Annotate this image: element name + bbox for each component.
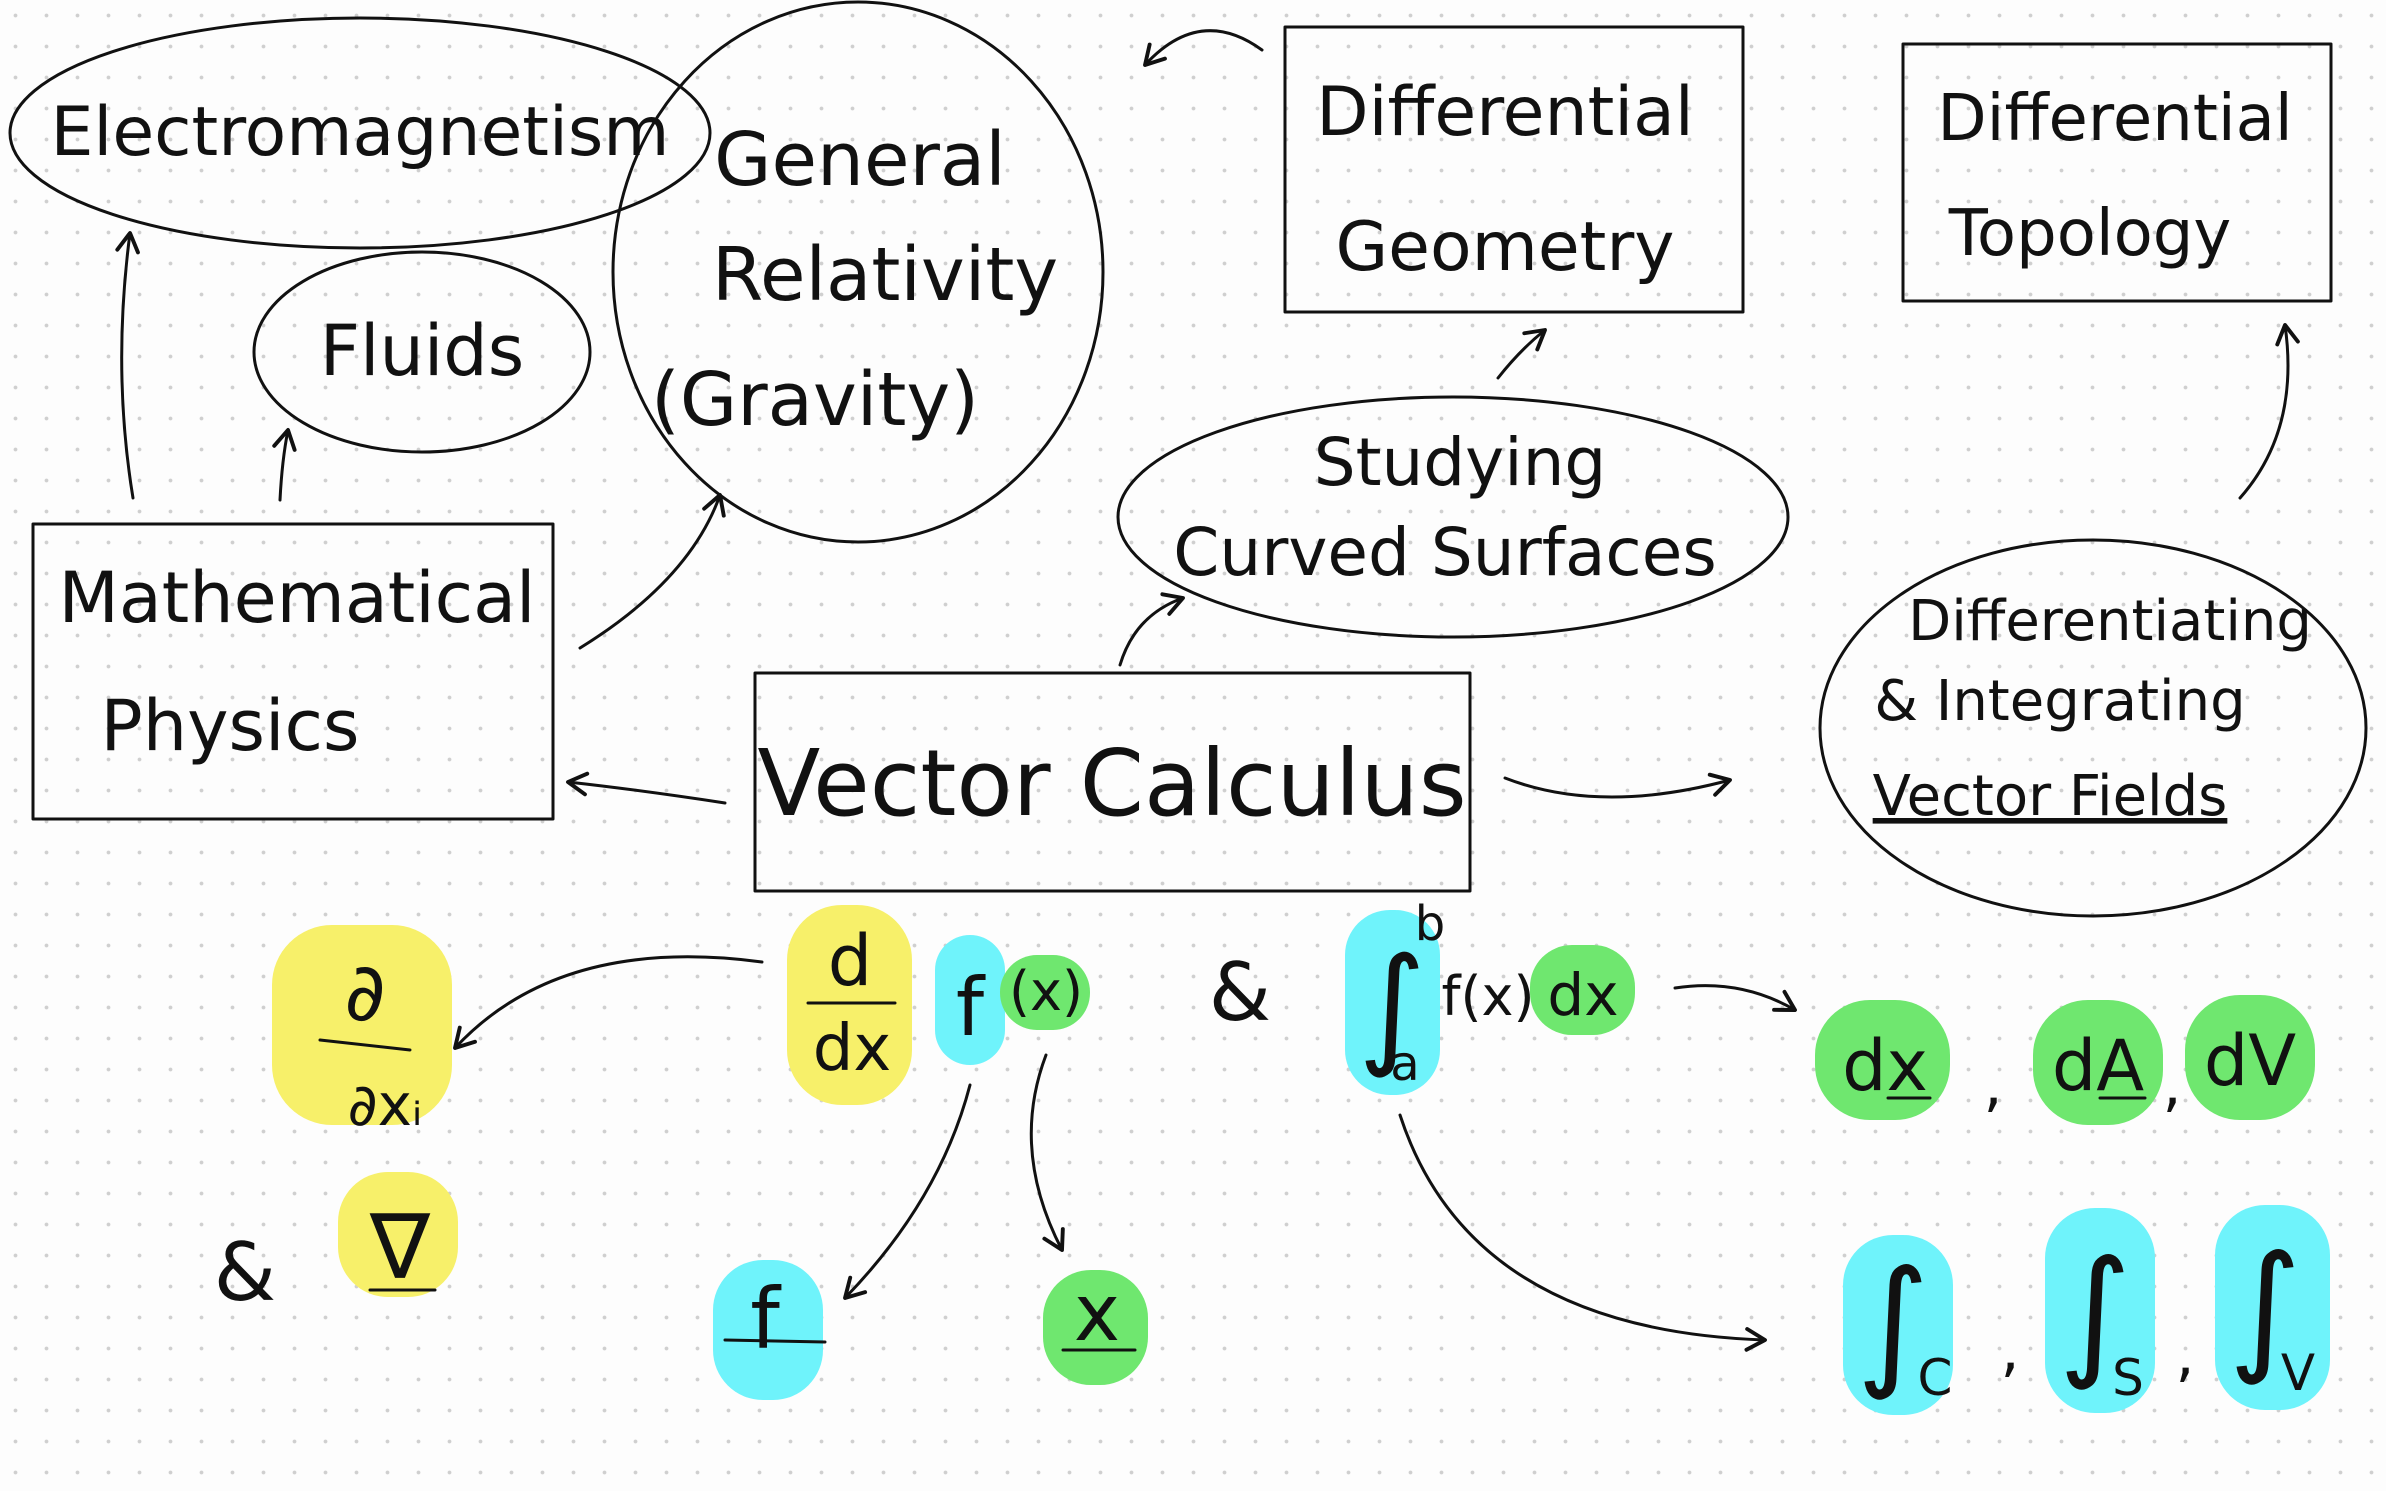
differentiating-integrating-label-1: Differentiating [1908, 589, 2312, 654]
differential-geometry-box [1283, 25, 1745, 314]
arrow-vc-to-surfaces [1118, 592, 1185, 667]
integral-sign: ∫ [1358, 929, 1426, 1081]
general-relativity-ellipse [611, 0, 1105, 544]
arrow-mathphys-to-fluids [272, 428, 297, 502]
arrow-f-to-vec-x [1029, 1053, 1065, 1252]
arrow-diffgeo-to-gr [1143, 29, 1264, 67]
highlight-int-v [2215, 1205, 2330, 1410]
highlight-dV [2185, 995, 2315, 1120]
electromagnetism-ellipse [8, 16, 712, 250]
dx-vector: dx [1842, 1025, 1928, 1107]
sub-v: V [2281, 1344, 2315, 1402]
partial-bottom: ∂xᵢ [348, 1071, 423, 1139]
highlight-f [935, 935, 1005, 1065]
mathematical-physics-label-2: Physics [101, 685, 360, 767]
f-letter: f [956, 961, 986, 1054]
dA-vector: dA [2052, 1025, 2144, 1107]
highlight-partial [272, 925, 452, 1125]
mathematical-physics-label-1: Mathematical [59, 557, 536, 639]
notation: ∂ ∂xᵢ & ∇ d dx f (x) & ∫ b a f(x) dx f x… [214, 896, 2315, 1407]
vector-f: f [750, 1270, 782, 1368]
comma-2: , [2162, 1050, 2181, 1120]
arrow-f-to-vec-f [843, 1083, 972, 1300]
arrow-vc-to-mathphys [566, 771, 727, 805]
d-top: d [828, 920, 872, 1002]
arrow-vectorfields-to-topology [2238, 323, 2300, 500]
limit-a: a [1390, 1036, 1419, 1092]
differentiating-integrating-label-3: Vector Fields [1873, 764, 2228, 829]
highlight-vec-f [713, 1260, 823, 1400]
arrow-ddx-to-partial [453, 955, 764, 1050]
vector-calculus-label: Vector Calculus [757, 730, 1466, 837]
arrow-mathphys-to-electromagnetism [115, 231, 140, 500]
general-relativity-label-2: Relativity [712, 232, 1058, 318]
arrow-surfaces-to-diffgeo [1496, 328, 1547, 380]
differential-topology-label-1: Differential [1937, 82, 2292, 156]
arrow-integral-to-integrals [1398, 1113, 1767, 1352]
node-labels: Electromagnetism Fluids General Relativi… [50, 73, 2311, 837]
x-paren: (x) [1009, 960, 1083, 1023]
mathematical-physics-box [31, 522, 555, 821]
highlight-x-paren [1000, 955, 1090, 1030]
highlights [272, 905, 2330, 1415]
differential-topology-box [1901, 42, 2333, 303]
differentiating-integrating-ellipse [1818, 538, 2368, 918]
limit-b: b [1415, 896, 1445, 952]
vector-f-underline [723, 1338, 827, 1344]
dV-symbol: dV [2204, 1020, 2296, 1102]
studying-curved-surfaces-label-2: Curved Surfaces [1173, 514, 1716, 591]
studying-curved-surfaces-label-1: Studying [1314, 424, 1607, 501]
highlight-dx-vec [1815, 1000, 1950, 1120]
sub-s: S [2112, 1349, 2144, 1407]
comma-4: , [2175, 1320, 2194, 1390]
general-relativity-label-1: General [714, 117, 1006, 203]
arrow-dx-to-measures [1673, 984, 1797, 1012]
arrows [115, 29, 2300, 1352]
differential-geometry-label-1: Differential [1316, 73, 1693, 152]
integral-v: ∫ [2229, 1226, 2302, 1389]
vector-calculus-box [753, 671, 1472, 893]
studying-curved-surfaces-ellipse [1116, 395, 1790, 639]
nabla-symbol: ∇ [369, 1195, 431, 1300]
highlight-dx-int [1530, 945, 1635, 1035]
fluids-label: Fluids [320, 310, 524, 392]
and-symbol-2: & [1209, 946, 1271, 1039]
f-of-x: f(x) [1441, 965, 1534, 1028]
general-relativity-label-3: (Gravity) [651, 357, 979, 443]
highlight-nabla [338, 1172, 458, 1297]
dx-integral: dx [1547, 961, 1618, 1029]
integral-c: ∫ [1857, 1241, 1930, 1404]
highlight-dA-vec [2033, 1000, 2163, 1125]
highlight-int-c [1843, 1235, 1953, 1415]
vector-x: x [1074, 1269, 1120, 1359]
dx-bottom: dx [813, 1012, 892, 1086]
fluids-ellipse [252, 250, 592, 454]
differential-topology-label-2: Topology [1948, 197, 2232, 271]
shapes [8, 0, 2368, 918]
highlight-int-s [2045, 1208, 2155, 1413]
highlight-integral [1345, 910, 1440, 1095]
comma-1: , [1983, 1050, 2002, 1120]
and-symbol-1: & [214, 1226, 276, 1319]
electromagnetism-label: Electromagnetism [50, 93, 669, 172]
partial-fraction-bar [318, 1038, 412, 1052]
highlight-vec-x [1043, 1270, 1148, 1385]
highlight-d-dx [787, 905, 912, 1105]
differentiating-integrating-label-2: & Integrating [1874, 669, 2245, 734]
differential-geometry-label-2: Geometry [1335, 208, 1674, 287]
comma-3: , [2000, 1315, 2019, 1385]
arrow-mathphys-to-gr [578, 493, 726, 650]
partial-top: ∂ [344, 946, 385, 1039]
sub-c: C [1918, 1349, 1953, 1407]
arrow-vc-to-vectorfields [1503, 772, 1732, 799]
integral-s: ∫ [2059, 1231, 2132, 1394]
